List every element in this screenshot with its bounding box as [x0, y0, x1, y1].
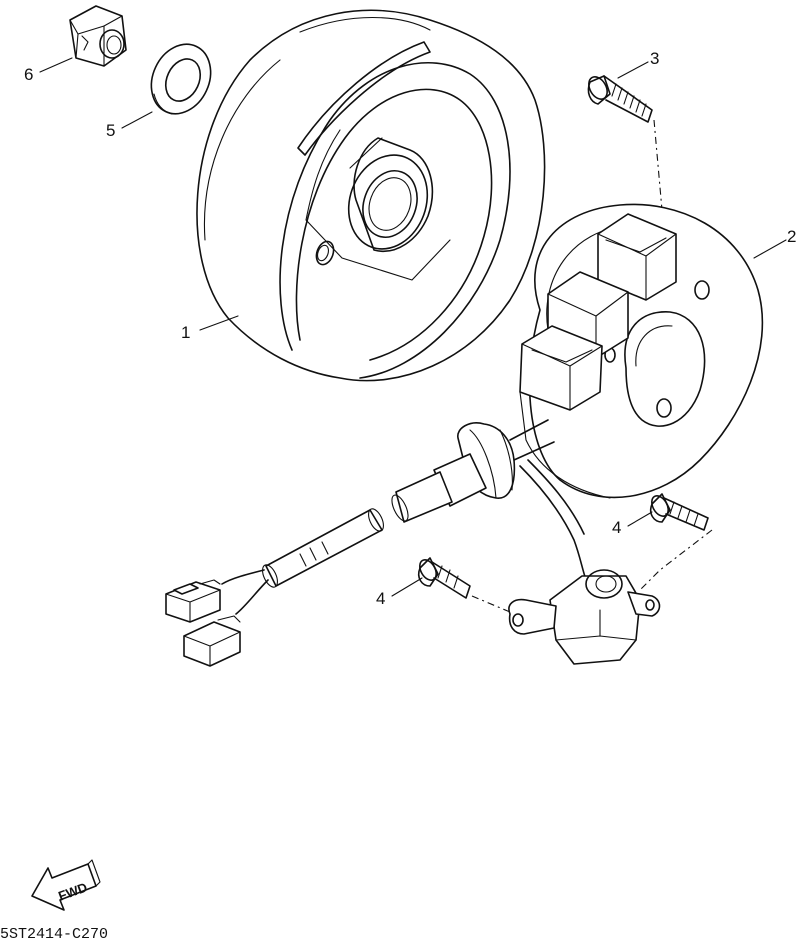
washer-part [150, 43, 212, 115]
leader-line-4b [391, 577, 423, 597]
callout-4a: 4 [612, 518, 621, 537]
stator-part [519, 203, 764, 499]
screw-part-3 [587, 75, 653, 123]
pickup-coil-part [508, 569, 661, 665]
fwd-arrow-icon: FWD [31, 859, 101, 911]
screw-part-4-lower [417, 557, 471, 599]
callout-6: 6 [24, 65, 33, 84]
screw-4-lower-centerline [471, 595, 511, 613]
leader-line-6 [39, 57, 73, 73]
callout-4b: 4 [376, 589, 385, 608]
screw-part-4-upper [649, 493, 709, 531]
leader-line-5 [121, 111, 153, 129]
diagram-code: 5ST2414-C270 [0, 926, 108, 941]
callout-5: 5 [106, 121, 115, 140]
leader-line-3 [617, 61, 649, 79]
leader-line-2 [753, 239, 787, 259]
screw-4-upper-centerline [639, 529, 713, 591]
wire-harness [165, 419, 587, 667]
rotor-part [196, 9, 546, 382]
leader-line-1 [199, 315, 239, 331]
nut-part [69, 5, 127, 67]
leader-line-4a [627, 511, 653, 527]
callout-1: 1 [181, 323, 190, 342]
callout-2: 2 [787, 227, 796, 246]
callout-3: 3 [650, 49, 659, 68]
